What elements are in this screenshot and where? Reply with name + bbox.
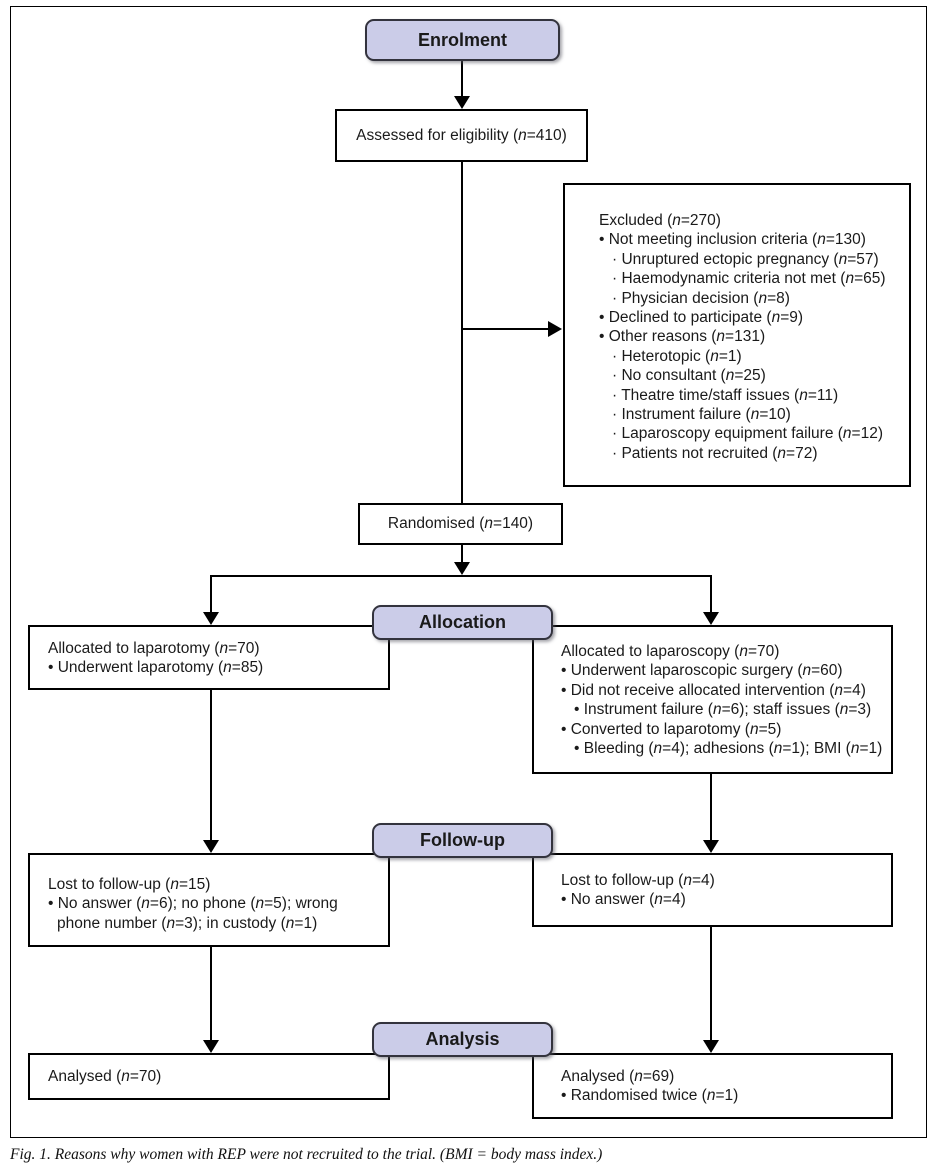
alloc-left-line: • Underwent laparotomy (n=85)	[48, 659, 264, 677]
alloc-right-line: • Underwent laparoscopic surgery (n=60)	[561, 662, 843, 680]
connector-followup-analysis-left	[210, 947, 212, 1040]
stage-label-analysis: Analysis	[372, 1022, 553, 1057]
box-lost-followup-laparotomy: Lost to follow-up (n=15) • No answer (n=…	[28, 853, 390, 947]
stage-label-enrolment: Enrolment	[365, 19, 560, 61]
followup-left-line: • No answer (n=6); no phone (n=5); wrong	[48, 895, 338, 913]
arrowhead-assessed	[454, 96, 470, 109]
box-excluded: Excluded (n=270) • Not meeting inclusion…	[563, 183, 911, 487]
excluded-line: · Unruptured ectopic pregnancy (n=57)	[612, 250, 879, 268]
excluded-line: · Theatre time/staff issues (n=11)	[612, 386, 839, 404]
arrowhead-split	[454, 562, 470, 575]
connector-split-alloc-left	[210, 575, 212, 612]
connector-enrolment-assessed	[461, 61, 463, 97]
stage-label-allocation: Allocation	[372, 605, 553, 640]
connector-randomised-split	[461, 545, 463, 563]
analysis-right-line: • Randomised twice (n=1)	[561, 1087, 739, 1105]
excluded-line: · Laparoscopy equipment failure (n=12)	[612, 425, 883, 443]
arrowhead-followup-right	[703, 840, 719, 853]
connector-split-alloc-right	[710, 575, 712, 612]
excluded-line: Excluded (n=270)	[599, 212, 721, 229]
followup-left-line: Lost to follow-up (n=15)	[48, 876, 211, 893]
box-randomised: Randomised (n=140)	[358, 503, 563, 545]
alloc-right-line: • Bleeding (n=4); adhesions (n=1); BMI (…	[574, 740, 883, 758]
arrowhead-followup-left	[203, 840, 219, 853]
connector-alloc-followup-left	[210, 690, 212, 840]
alloc-right-line: • Did not receive allocated intervention…	[561, 681, 866, 699]
connector-assessed-randomised	[461, 162, 463, 503]
alloc-right-line: Allocated to laparoscopy (n=70)	[561, 643, 780, 660]
alloc-right-line: • Converted to laparotomy (n=5)	[561, 720, 782, 738]
alloc-right-line: • Instrument failure (n=6); staff issues…	[574, 701, 872, 719]
figure-border	[10, 6, 927, 1138]
followup-right-line: • No answer (n=4)	[561, 891, 686, 909]
arrowhead-analysis-left	[203, 1040, 219, 1053]
analysis-left-line: Analysed (n=70)	[48, 1067, 162, 1085]
connector-followup-analysis-right	[710, 927, 712, 1040]
arrowhead-excluded	[548, 321, 562, 337]
excluded-line: • Other reasons (n=131)	[599, 328, 766, 346]
analysis-right-line: Analysed (n=69)	[561, 1068, 675, 1085]
excluded-line: · Heterotopic (n=1)	[612, 347, 742, 365]
excluded-line: · Physician decision (n=8)	[612, 289, 790, 307]
connector-alloc-followup-right	[710, 774, 712, 840]
followup-right-line: Lost to follow-up (n=4)	[561, 872, 715, 889]
box-allocated-laparotomy: Allocated to laparotomy (n=70) • Underwe…	[28, 625, 390, 690]
stage-label-followup: Follow-up	[372, 823, 553, 858]
followup-left-line: phone number (n=3); in custody (n=1)	[57, 914, 318, 932]
box-allocated-laparoscopy: Allocated to laparoscopy (n=70) • Underw…	[532, 625, 893, 774]
box-lost-followup-laparoscopy: Lost to follow-up (n=4) • No answer (n=4…	[532, 853, 893, 927]
excluded-line: · Haemodynamic criteria not met (n=65)	[612, 270, 886, 288]
box-assessed: Assessed for eligibility (n=410)	[335, 109, 588, 162]
split-line	[210, 575, 712, 577]
excluded-line: · Instrument failure (n=10)	[612, 406, 791, 424]
figure-caption: Fig. 1. Reasons why women with REP were …	[10, 1146, 603, 1163]
alloc-left-line: Allocated to laparotomy (n=70)	[48, 640, 260, 657]
arrowhead-alloc-left	[203, 612, 219, 625]
arrowhead-alloc-right	[703, 612, 719, 625]
arrowhead-analysis-right	[703, 1040, 719, 1053]
excluded-line: · Patients not recruited (n=72)	[612, 444, 818, 462]
connector-branch-excluded	[462, 328, 548, 330]
excluded-line: • Declined to participate (n=9)	[599, 309, 804, 327]
box-analysed-laparotomy: Analysed (n=70)	[28, 1053, 390, 1100]
excluded-line: · No consultant (n=25)	[612, 367, 766, 385]
box-analysed-laparoscopy: Analysed (n=69) • Randomised twice (n=1)	[532, 1053, 893, 1119]
excluded-line: • Not meeting inclusion criteria (n=130)	[599, 231, 866, 249]
